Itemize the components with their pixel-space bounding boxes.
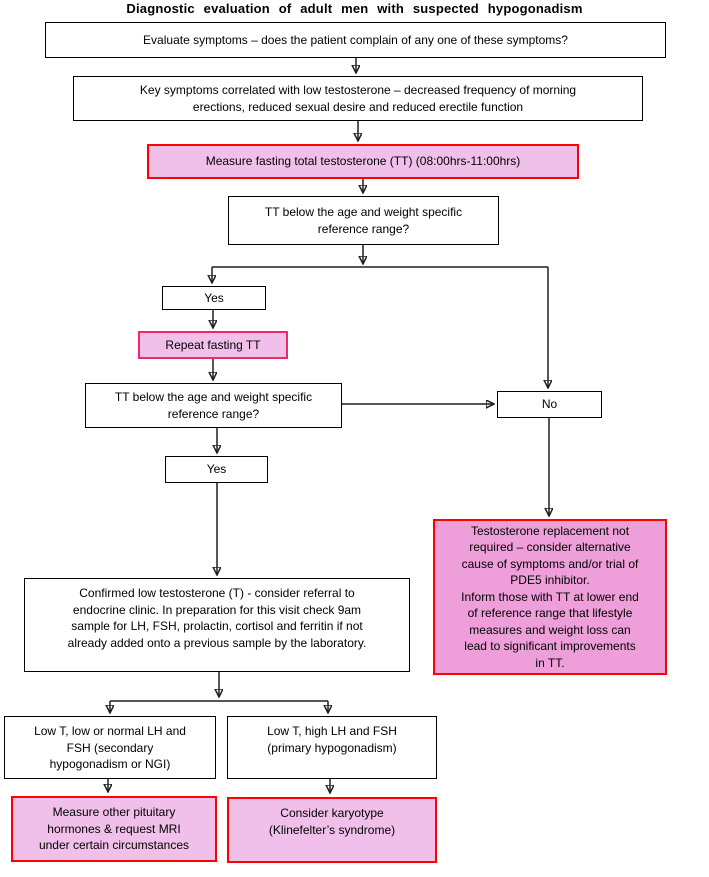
node-tt-below-range-question-2: TT below the age and weight specific ref… — [85, 383, 342, 428]
node-measure-fasting-tt: Measure fasting total testosterone (TT) … — [147, 144, 579, 179]
node-replacement-not-required: Testosterone replacement not required – … — [433, 519, 667, 675]
node-confirmed-low-testosterone: Confirmed low testosterone (T) - conside… — [24, 578, 410, 672]
node-no: No — [497, 391, 602, 418]
node-secondary-hypogonadism: Low T, low or normal LH and FSH (seconda… — [4, 716, 216, 779]
node-tt-below-range-question-1: TT below the age and weight specific ref… — [228, 196, 499, 245]
node-key-symptoms: Key symptoms correlated with low testost… — [73, 76, 643, 121]
node-measure-pituitary-hormones: Measure other pituitary hormones & reque… — [11, 796, 217, 862]
node-evaluate-symptoms: Evaluate symptoms – does the patient com… — [45, 22, 666, 58]
node-primary-hypogonadism: Low T, high LH and FSH (primary hypogona… — [227, 716, 437, 779]
node-yes-2: Yes — [165, 456, 268, 483]
node-yes-1: Yes — [162, 286, 266, 310]
flowchart-title: Diagnostic evaluation of adult men with … — [126, 1, 583, 16]
node-repeat-fasting-tt: Repeat fasting TT — [138, 331, 288, 359]
node-consider-karyotype: Consider karyotype (Klinefelter’s syndro… — [227, 797, 437, 863]
